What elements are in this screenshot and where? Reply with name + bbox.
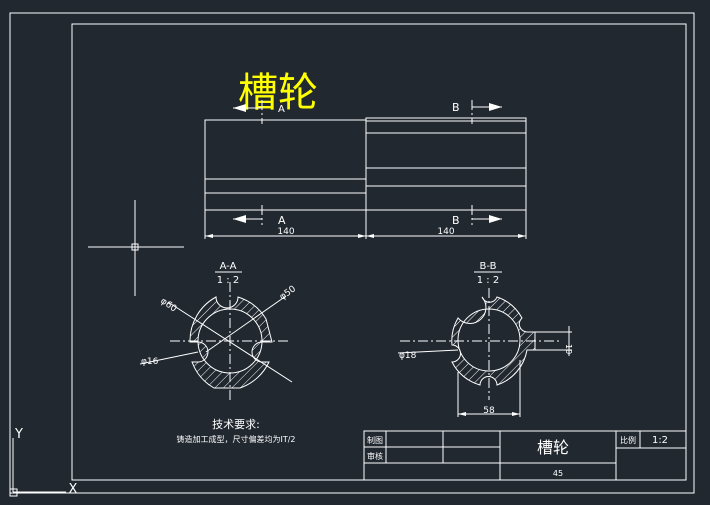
section-marker-a-top: A — [233, 100, 285, 124]
title-block: 制图 审核 槽轮 45 比例 1:2 — [363, 430, 687, 481]
ucs-x-label: X — [69, 482, 78, 497]
aa-dim-groove: φ50 — [278, 284, 298, 302]
dim-right-length-text: 140 — [437, 227, 454, 237]
tb-drawn-label: 制图 — [367, 435, 383, 445]
dimension-right-length: 140 — [365, 210, 527, 239]
aa-dim-outer: φ60 — [158, 296, 178, 314]
shaft-left-section — [204, 119, 367, 211]
dimension-left-length: 140 — [204, 210, 366, 239]
section-a-bottom-label: A — [278, 214, 286, 227]
section-marker-b-bottom: B — [452, 205, 502, 227]
aa-dim-hole: φ16 — [141, 357, 159, 367]
tb-material: 45 — [553, 469, 563, 478]
section-marker-a-bottom: A — [233, 205, 286, 227]
notes-heading: 技术要求: — [212, 418, 260, 431]
tb-part-name: 槽轮 — [537, 438, 569, 457]
dim-left-length-text: 140 — [277, 227, 294, 237]
tb-scale-value: 1:2 — [652, 435, 668, 446]
tb-review-label: 审核 — [367, 451, 383, 461]
section-view-bb: B-B 1 : 2 φ18 58 10 — [397, 261, 573, 417]
bb-dim-slot: 10 — [564, 344, 573, 354]
bb-label: B-B — [480, 261, 497, 272]
shaft-right-section — [365, 117, 527, 211]
notes-text: 铸造加工成型，尺寸偏差均为IT/2 — [176, 434, 295, 444]
section-a-top-label: A — [278, 104, 285, 115]
ucs-y-label: Y — [14, 427, 23, 442]
bb-dim-width: 58 — [483, 406, 495, 416]
bb-scale: 1 : 2 — [477, 275, 499, 286]
inner-border — [71, 23, 687, 481]
ucs-icon: Y X — [9, 427, 78, 497]
section-b-bottom-label: B — [452, 214, 460, 227]
bb-hatched-section — [451, 296, 536, 386]
section-view-aa: A-A 1 : 2 φ60 φ50 φ16 — [139, 261, 298, 400]
bb-dim-hole: φ18 — [399, 351, 417, 361]
aa-label: A-A — [220, 261, 237, 272]
crosshair-cursor-icon[interactable] — [88, 200, 184, 296]
outer-border — [9, 12, 695, 494]
tb-scale-label: 比例 — [620, 435, 636, 445]
aa-scale: 1 : 2 — [217, 275, 239, 286]
section-b-top-label: B — [452, 101, 460, 114]
section-marker-b-top: B — [452, 100, 502, 124]
